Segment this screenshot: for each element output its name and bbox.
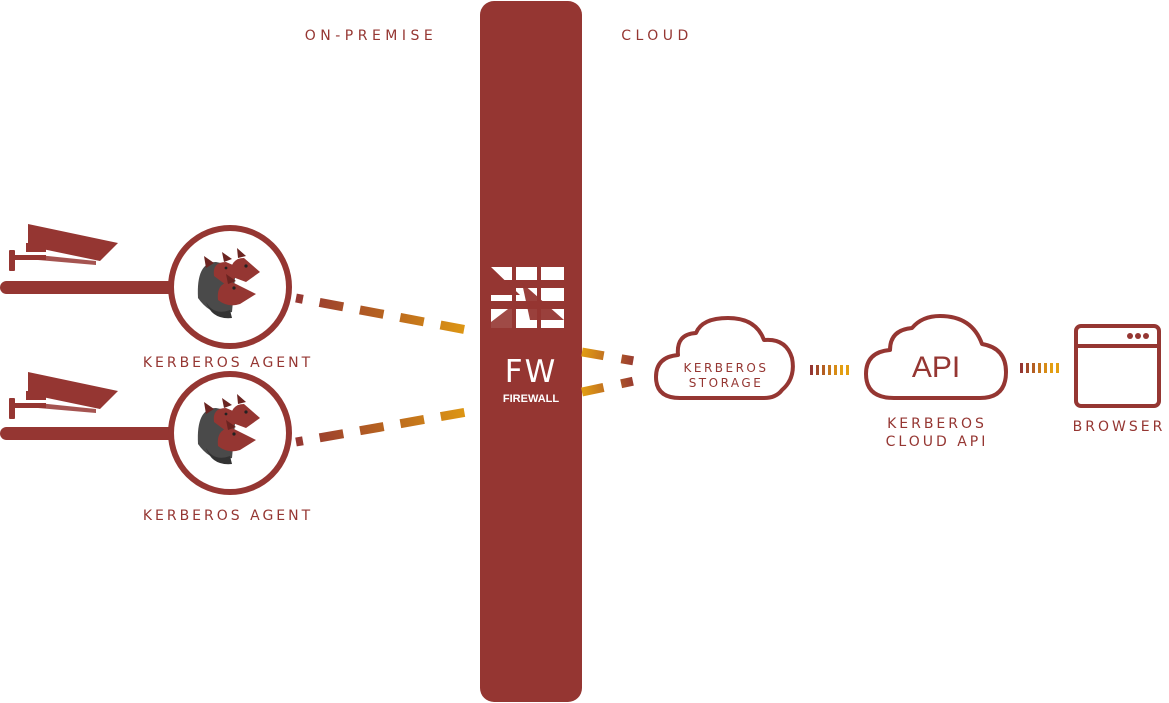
- firewall-logo-icon: [491, 267, 564, 328]
- connector-storage-api: [810, 365, 849, 375]
- storage-label-line2: STORAGE: [688, 376, 764, 390]
- firewall-pillar: [480, 1, 582, 702]
- firewall-name: FIREWALL: [502, 393, 560, 405]
- api-label-line2: CLOUD API: [885, 434, 989, 450]
- browser-label: BROWSER: [1072, 419, 1166, 435]
- firewall-code: FW: [504, 354, 558, 390]
- camera-icon: [0, 372, 175, 440]
- cerberus-dog-icon: [197, 248, 260, 319]
- kerberos-agent-node: [168, 225, 292, 349]
- zone-label-on-premise: ON-PREMISE: [304, 28, 438, 44]
- zone-label-cloud: CLOUD: [621, 28, 693, 44]
- connector-api-browser: [1020, 363, 1059, 373]
- connector-agent1-firewall: [295, 293, 479, 337]
- agent-label-1: KERBEROS AGENT: [142, 355, 314, 371]
- kerberos-agent-node: [168, 371, 292, 495]
- camera-icon: [0, 224, 175, 294]
- cerberus-dog-icon: [197, 394, 260, 465]
- browser-window-icon: [1074, 324, 1161, 408]
- api-label-line1: KERBEROS: [887, 416, 987, 432]
- agent-label-2: KERBEROS AGENT: [142, 508, 314, 524]
- api-badge: API: [911, 351, 961, 384]
- api-cloud-icon: [864, 314, 1008, 400]
- connector-firewall-storage-bottom: [581, 376, 635, 397]
- connector-agent2-firewall: [295, 405, 479, 447]
- storage-cloud-icon: [654, 316, 795, 400]
- storage-label-line1: KERBEROS: [683, 361, 769, 375]
- connector-firewall-storage-top: [581, 347, 635, 366]
